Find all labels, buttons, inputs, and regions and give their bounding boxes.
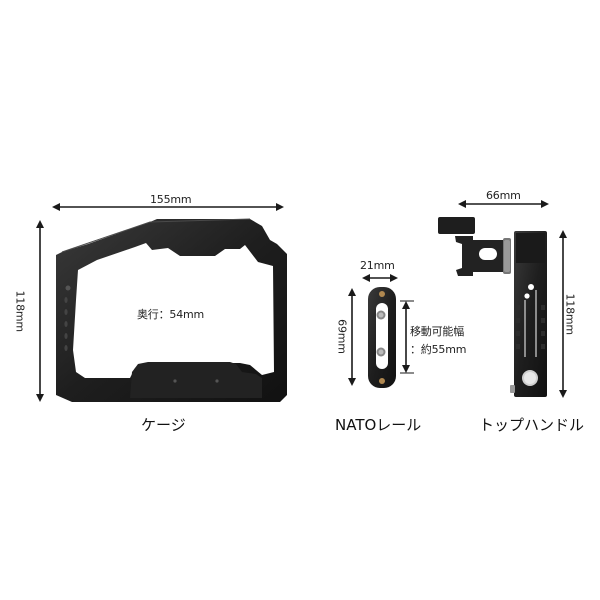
top-handle-image — [438, 217, 547, 397]
cage-product-label: ケージ — [141, 416, 186, 434]
nato-product-label: NATOレール — [335, 416, 422, 434]
nato-travel-label-line2: ：約55mm — [410, 343, 467, 356]
handle-product-label: トップハンドル — [479, 416, 585, 434]
nato-travel-label-line1: 移動可能幅 — [410, 325, 464, 338]
nato-width-label: 21mm — [360, 259, 395, 272]
nato-rail-image — [368, 287, 396, 388]
camera-cage-image — [56, 218, 287, 402]
cage-width-label: 155mm — [150, 193, 192, 206]
handle-height-label: 118mm — [563, 293, 577, 335]
nato-travel-arrow — [400, 300, 414, 374]
handle-width-label: 66mm — [486, 189, 521, 202]
nato-height-label: 69mm — [335, 319, 349, 354]
cage-depth-label: 奥行：54mm — [137, 308, 205, 321]
cage-height-label: 118mm — [13, 290, 27, 332]
